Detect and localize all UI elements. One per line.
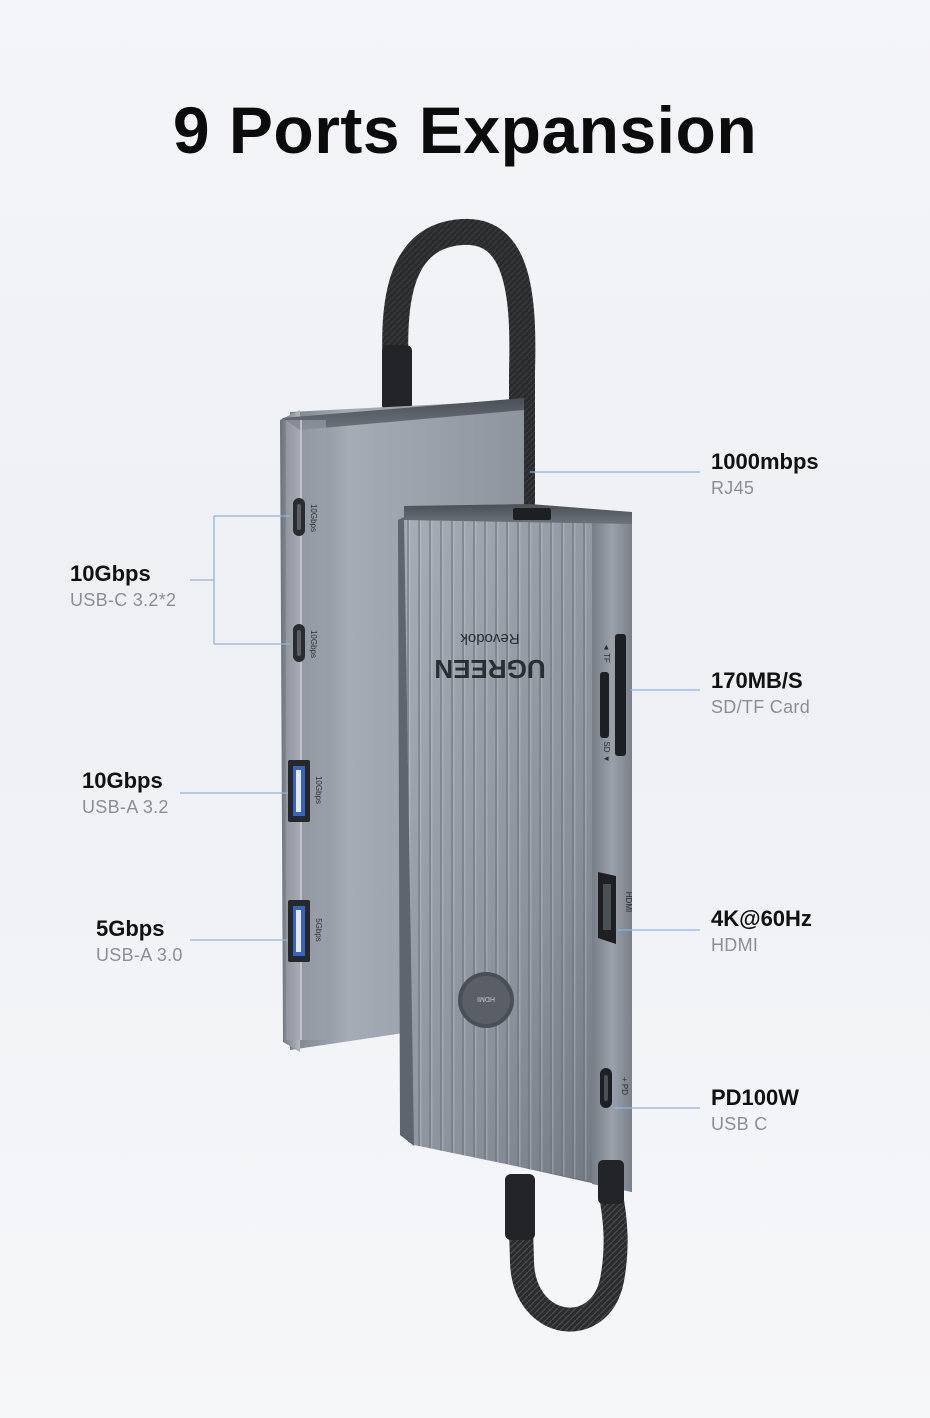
card-slots: ◄ TF SD ▼ xyxy=(600,634,626,763)
usb-a-30-type: USB-A 3.0 xyxy=(96,945,183,965)
rj45-type: RJ45 xyxy=(711,478,755,498)
hdmi-resolution: 4K@60Hz xyxy=(711,906,812,931)
svg-text:+ PD: + PD xyxy=(620,1077,629,1095)
usb-c-type: USB-C 3.2*2 xyxy=(70,590,177,610)
svg-text:◄ TF: ◄ TF xyxy=(602,643,611,663)
svg-text:UGREEN: UGREEN xyxy=(434,654,545,684)
usb-a-32-speed: 10Gbps xyxy=(82,768,163,793)
bottom-cable xyxy=(508,1178,628,1332)
front-hub xyxy=(398,504,632,1192)
hdmi-type: HDMI xyxy=(711,935,759,955)
callout-lines xyxy=(180,471,700,1109)
usb-a-30-feature-label: 5Gbps USB-A 3.0 xyxy=(96,915,183,967)
rj45-feature-label: 1000mbps RJ45 xyxy=(711,448,819,500)
usb-c-port-1: 10Gbps xyxy=(293,498,318,536)
usb-a-30-speed: 5Gbps xyxy=(96,916,165,941)
usb-a-port-5g: 5Gbps xyxy=(288,900,323,962)
svg-text:5Gbps: 5Gbps xyxy=(314,918,323,942)
usb-c-speed: 10Gbps xyxy=(70,561,151,586)
card-speed: 170MB/S xyxy=(711,668,803,693)
rj45-speed: 1000mbps xyxy=(711,449,819,474)
svg-text:10Gbps: 10Gbps xyxy=(314,776,323,804)
usb-a-32-type: USB-A 3.2 xyxy=(82,797,169,817)
hdmi-port: HDMI xyxy=(598,872,633,944)
svg-text:10Gbps: 10Gbps xyxy=(309,504,318,532)
usb-c-pd-port: + PD xyxy=(600,1068,629,1108)
usb-c-feature-label: 10Gbps USB-C 3.2*2 xyxy=(70,560,176,612)
hdmi-feature-label: 4K@60Hz HDMI xyxy=(711,905,812,957)
usb-a-32-feature-label: 10Gbps USB-A 3.2 xyxy=(82,767,169,819)
svg-text:10Gbps: 10Gbps xyxy=(309,630,318,658)
pd-type: USB C xyxy=(711,1114,768,1134)
page-title: 9 Ports Expansion xyxy=(172,93,758,167)
brand-logo: UGREEN Revodok xyxy=(434,630,545,684)
svg-text:Revodok: Revodok xyxy=(460,630,520,647)
pd-power: PD100W xyxy=(711,1085,800,1110)
usb-a-port-10g: 10Gbps xyxy=(288,760,323,822)
card-type: SD/TF Card xyxy=(711,697,811,717)
svg-text:HDMI: HDMI xyxy=(477,995,495,1002)
svg-text:SD ▼: SD ▼ xyxy=(602,741,611,762)
hdmi-switch-button: HDMI xyxy=(458,972,514,1028)
pd-feature-label: PD100W USB C xyxy=(711,1084,799,1136)
usb-c-port-2: 10Gbps xyxy=(293,624,318,662)
card-feature-label: 170MB/S SD/TF Card xyxy=(711,667,810,719)
svg-text:HDMI: HDMI xyxy=(624,892,633,912)
